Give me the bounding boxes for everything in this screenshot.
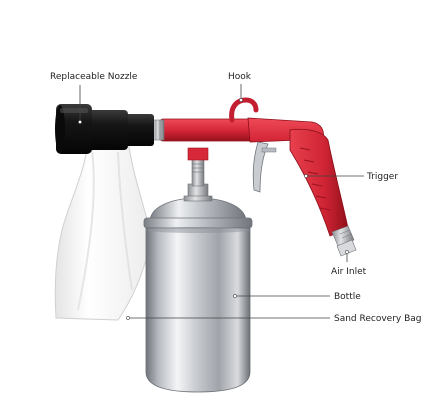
label-trigger: Trigger — [366, 172, 398, 182]
leader-lines — [78, 84, 364, 320]
sand-recovery-bag — [54, 139, 151, 321]
label-bottle: Bottle — [334, 292, 361, 302]
air-inlet-marker — [345, 250, 349, 254]
nozzle-marker — [78, 120, 82, 124]
air-inlet-fitting — [331, 225, 357, 257]
hook-marker — [239, 98, 243, 102]
gun-body — [247, 117, 349, 237]
trigger-marker — [304, 174, 308, 178]
replaceable-nozzle — [55, 104, 154, 154]
trigger — [252, 141, 277, 193]
label-air-inlet: Air Inlet — [331, 267, 367, 277]
gun-barrel — [151, 118, 256, 142]
label-sand-recovery-bag: Sand Recovery Bag — [334, 314, 422, 324]
bottle-marker — [233, 294, 237, 298]
bag-marker — [126, 316, 130, 320]
label-hook: Hook — [228, 72, 252, 82]
hook — [229, 97, 259, 123]
siphon-connector — [187, 147, 209, 187]
bottle — [143, 183, 253, 393]
label-replaceable-nozzle: Replaceable Nozzle — [50, 72, 138, 82]
